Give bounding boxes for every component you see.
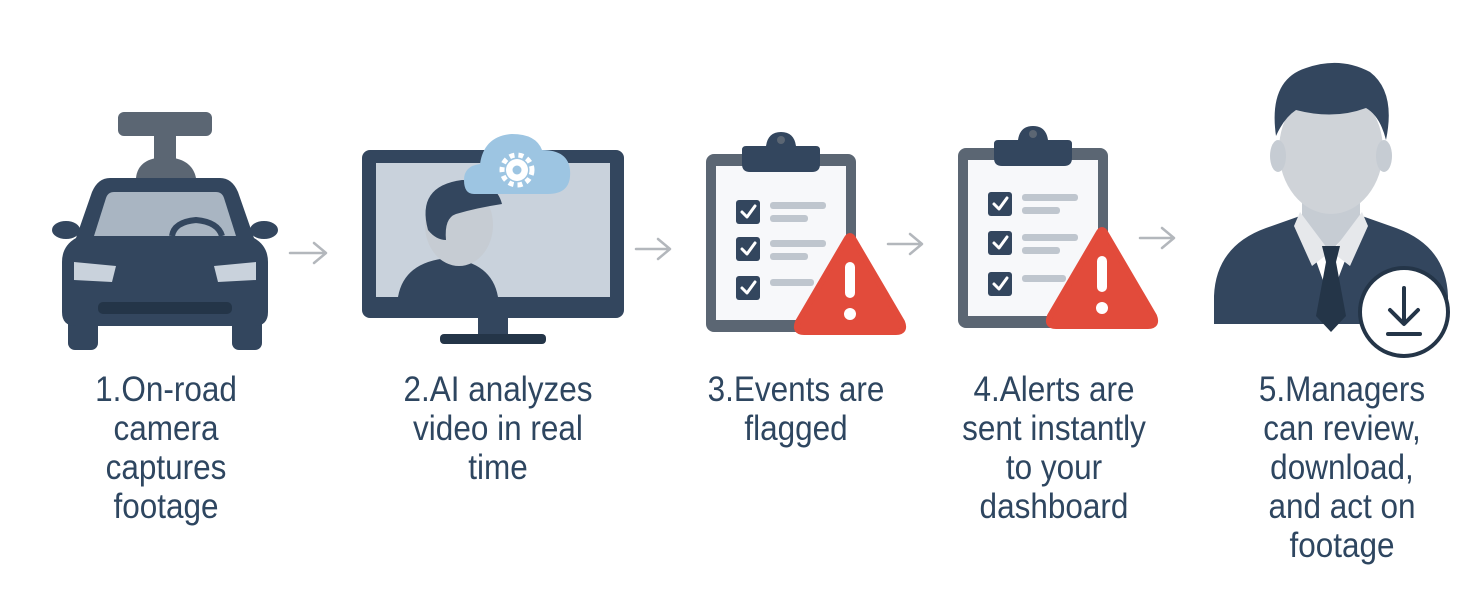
step-5-label: 5.Managers can review, download, and act… — [1258, 370, 1426, 565]
step-2-label: 2.AI analyzes video in real time — [403, 370, 593, 487]
car-dashcam-icon — [52, 112, 278, 350]
monitor-ai-cloud-icon — [362, 134, 624, 344]
step-3-label: 3.Events are flagged — [707, 370, 885, 448]
arrow-right-icon — [634, 237, 672, 261]
step-1-label: 1.On-road camera captures footage — [95, 370, 237, 526]
arrow-right-icon — [886, 232, 924, 256]
checklist-alert-icon — [706, 132, 907, 335]
workflow-illustrations — [52, 62, 1450, 358]
manager-download-icon — [1214, 62, 1450, 358]
arrow-right-icon — [1138, 226, 1176, 250]
arrow-right-icon — [288, 241, 328, 265]
step-4-label: 4.Alerts are sent instantly to your dash… — [962, 370, 1146, 526]
checklist-alert-icon — [958, 126, 1159, 329]
